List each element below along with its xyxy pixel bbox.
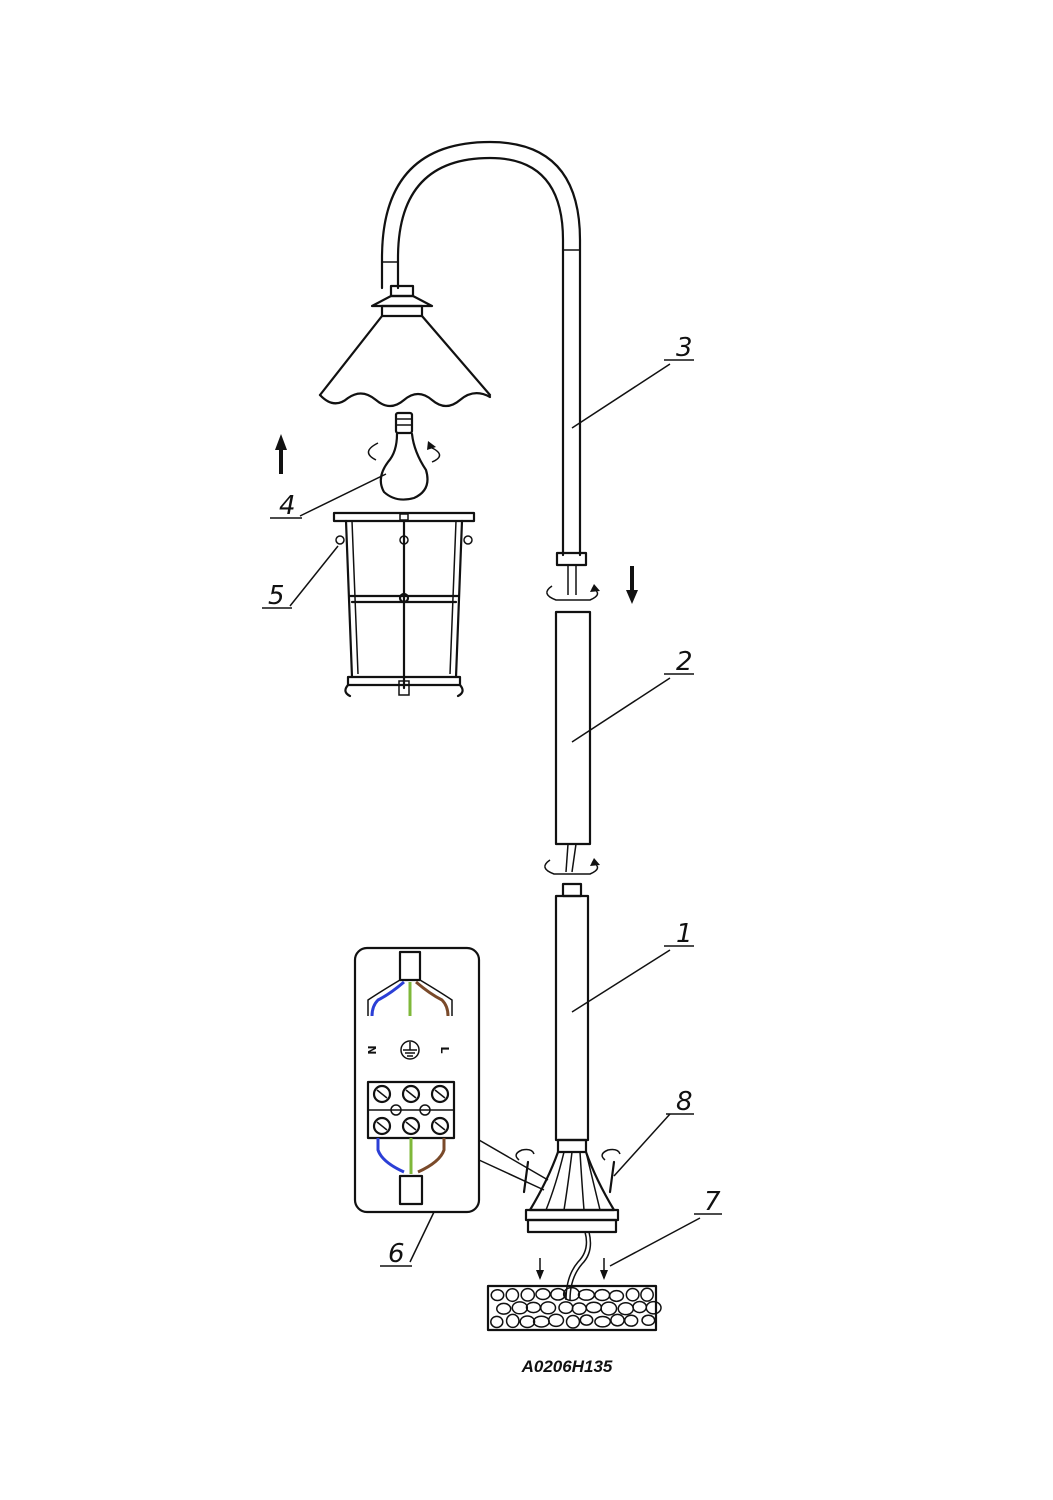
- concrete-ground-block: [486, 1284, 662, 1332]
- neutral-wire: [370, 980, 405, 1017]
- pebble: [547, 1313, 565, 1328]
- pebble: [577, 1288, 596, 1301]
- pebble: [594, 1288, 611, 1302]
- model-code: A0206H135: [521, 1357, 613, 1376]
- callout-5: 5: [262, 545, 339, 611]
- pebble: [532, 1315, 550, 1328]
- earth-ground-icon: [400, 1040, 420, 1060]
- svg-text:2: 2: [676, 647, 693, 677]
- callout-8: 8: [613, 1087, 694, 1177]
- svg-text:7: 7: [704, 1187, 721, 1217]
- pebble: [490, 1315, 504, 1329]
- pebble: [623, 1314, 639, 1327]
- svg-text:8: 8: [676, 1087, 693, 1117]
- pebble: [625, 1287, 640, 1302]
- svg-text:5: 5: [268, 581, 285, 611]
- pebble: [640, 1287, 654, 1302]
- pebble: [579, 1314, 594, 1326]
- down-arrow-icon: [626, 566, 638, 604]
- svg-text:1: 1: [676, 919, 693, 949]
- pebble: [535, 1288, 551, 1301]
- pebble: [641, 1314, 656, 1327]
- live-wire: [415, 980, 450, 1017]
- part-3-curved-arm: [380, 140, 588, 595]
- callout-2: 2: [571, 647, 694, 743]
- callout-7: 7: [609, 1187, 722, 1267]
- pebble: [558, 1301, 574, 1315]
- pebble: [525, 1301, 542, 1314]
- callout-1: 1: [571, 919, 694, 1013]
- wiring-detail-box: N L: [353, 946, 549, 1214]
- rotate-icon: [544, 858, 600, 875]
- pebble: [511, 1301, 529, 1315]
- svg-text:4: 4: [279, 491, 296, 521]
- pebble: [571, 1302, 587, 1316]
- pebble: [496, 1302, 512, 1315]
- pebble: [585, 1301, 603, 1314]
- pebble: [562, 1286, 581, 1302]
- terminal-block: [366, 1080, 456, 1140]
- ground-anchor: [536, 1258, 608, 1280]
- pebble: [608, 1289, 625, 1303]
- lantern-body: [332, 511, 476, 698]
- pebble: [632, 1300, 648, 1314]
- pebble: [505, 1313, 520, 1329]
- rotate-icon: [367, 441, 441, 463]
- pebble: [617, 1302, 635, 1316]
- neutral-terminal-label: N: [365, 1045, 378, 1054]
- part-2-middle-tube: [554, 610, 592, 873]
- pebble: [645, 1300, 662, 1315]
- pebble: [519, 1315, 536, 1329]
- svg-text:3: 3: [676, 333, 693, 363]
- pebble: [505, 1287, 520, 1303]
- pebble: [490, 1289, 505, 1302]
- pebble: [520, 1287, 536, 1302]
- pebble: [550, 1287, 566, 1301]
- pebble: [594, 1315, 612, 1328]
- pebble: [600, 1301, 618, 1316]
- pebble: [540, 1301, 557, 1315]
- screw-icon: [515, 1148, 621, 1194]
- part-1-lower-tube: [524, 882, 620, 1234]
- callout-6: 6: [380, 1211, 435, 1269]
- rotate-icon: [546, 584, 600, 601]
- lamp-shade: [318, 284, 492, 408]
- callout-4: 4: [270, 473, 387, 521]
- callout-3: 3: [571, 333, 694, 429]
- live-terminal-label: L: [438, 1046, 451, 1053]
- svg-text:6: 6: [388, 1239, 405, 1269]
- up-arrow-icon: [275, 434, 287, 474]
- pebble: [565, 1314, 581, 1329]
- pebble: [610, 1313, 625, 1327]
- light-bulb: [379, 411, 429, 501]
